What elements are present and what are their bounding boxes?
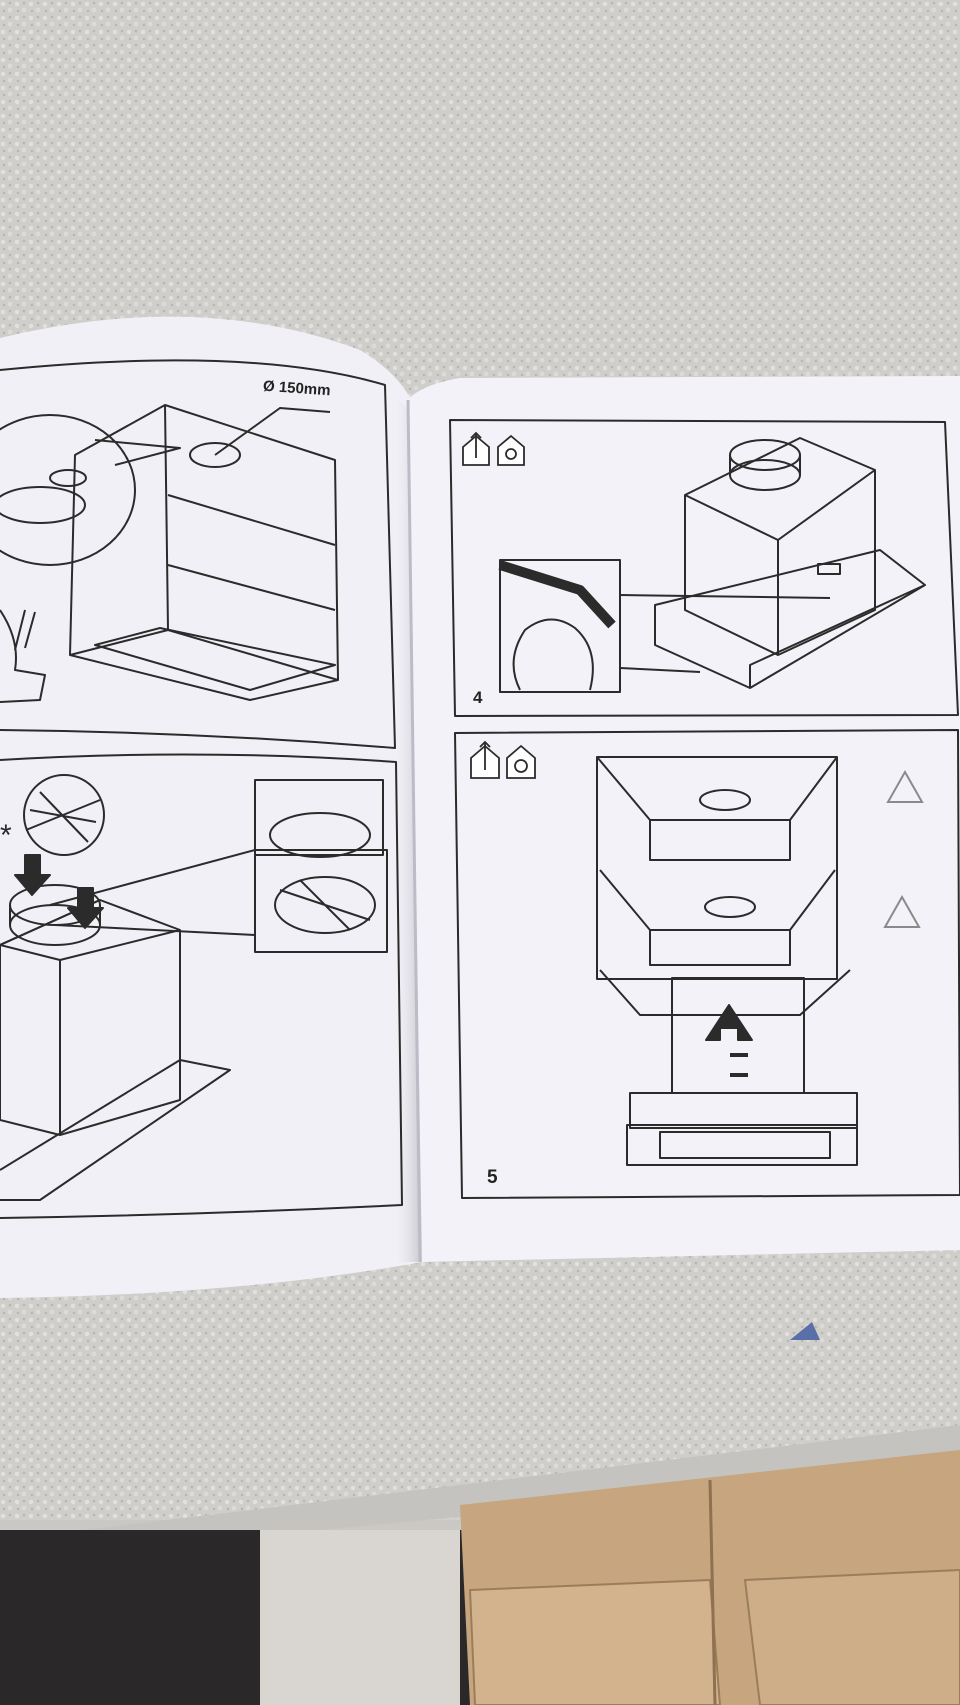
duct-collar-step4 <box>729 439 801 471</box>
cardboard-flap <box>468 1578 722 1705</box>
towel-stain <box>790 1322 820 1340</box>
wall-cabinet-diagram <box>167 494 336 611</box>
motion-lines <box>14 609 36 651</box>
house-recirculate-icon <box>514 759 528 773</box>
vent-slot <box>817 563 841 575</box>
step5-panel <box>454 729 960 1199</box>
spine-line <box>406 399 422 1263</box>
cabinet-bottom-step5 <box>599 969 851 1016</box>
asterisk-mark: * <box>0 819 12 852</box>
hand-peeling-film <box>512 618 594 691</box>
dimension-pointer <box>214 407 331 456</box>
wall-cabinet-step5 <box>596 756 838 861</box>
house-arrow-out-icon <box>479 740 491 770</box>
tile-strip <box>260 1530 460 1705</box>
duct-hole <box>189 442 241 468</box>
duct-collar-detail <box>49 469 87 487</box>
press-arrow-icon <box>14 854 51 896</box>
hood-base-step4 <box>654 584 926 688</box>
duct-hole-step5 <box>699 789 751 811</box>
step4-panel <box>449 419 959 717</box>
house-recirculate-icon <box>506 744 536 779</box>
hood-filter-step5 <box>659 1131 831 1159</box>
wall-cabinet-diagram <box>69 629 169 656</box>
inset-pointer <box>49 849 256 936</box>
inset-pointer-step4 <box>619 594 831 673</box>
cabinet-base-rail <box>94 627 336 691</box>
left-lower-panel <box>0 753 403 1219</box>
tape-detail-inset <box>499 559 621 693</box>
duct-collar-detail <box>0 486 86 524</box>
detail-inset-top <box>254 779 384 856</box>
push-up-arrow-icon <box>730 1053 748 1077</box>
duct-hole-step5 <box>704 896 756 918</box>
wall-cabinet-step5 <box>599 869 836 966</box>
house-arrow-out-icon <box>470 431 482 458</box>
hood-base-plate <box>0 1059 231 1201</box>
hood-unit-step4 <box>684 437 876 656</box>
cardboard-seam <box>708 1479 717 1705</box>
protective-film-strip <box>498 560 616 629</box>
towel-hem <box>0 1425 960 1560</box>
warning-triangle-icon <box>886 769 924 803</box>
warning-triangle-icon <box>883 894 921 928</box>
backdraft-flap <box>25 791 101 843</box>
cardboard-flap <box>743 1568 960 1705</box>
detail-inset-bottom <box>254 849 388 953</box>
backdraft-flap <box>23 774 105 856</box>
push-up-arrow-icon <box>705 1004 753 1041</box>
magnifier-circle <box>0 414 136 566</box>
step-number-5: 5 <box>487 1167 498 1188</box>
left-page <box>0 316 422 1299</box>
hood-base-step5 <box>626 1124 858 1166</box>
step-number-4: 4 <box>473 688 483 707</box>
collar-detail <box>269 812 371 858</box>
magnifier-pointer <box>94 439 181 466</box>
house-recirculate-icon <box>497 434 525 466</box>
collar-detail <box>274 876 376 934</box>
press-arrow-icon <box>67 887 104 929</box>
collar-detail <box>279 879 371 931</box>
house-recirculate-icon <box>505 448 517 460</box>
hood-base-step5 <box>629 1092 858 1129</box>
left-upper-panel <box>0 359 396 749</box>
